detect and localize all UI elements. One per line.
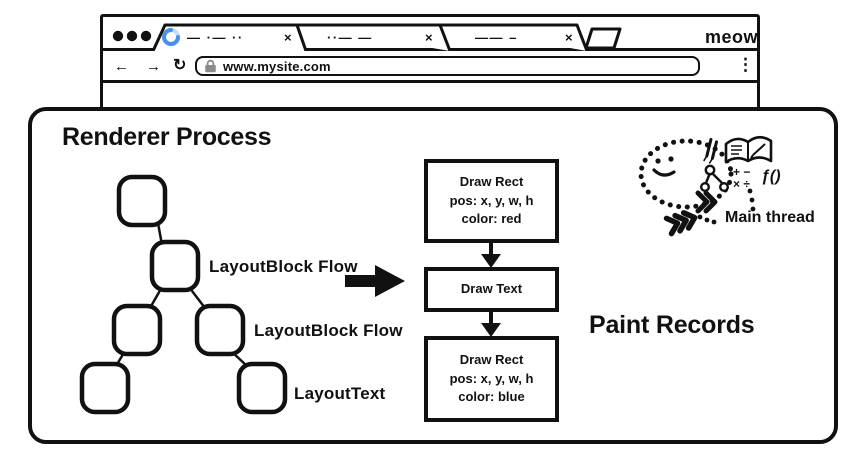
tab-bar: — ·— ·· ··— — —— – × × × meow bbox=[103, 17, 757, 51]
paint-record-box: Draw Rect pos: x, y, w, h color: red bbox=[424, 159, 559, 243]
paint-records-heading: Paint Records bbox=[589, 311, 755, 339]
browser-brand: meow bbox=[705, 27, 757, 47]
layout-node-left bbox=[111, 303, 163, 357]
tab-2-title-scribble: ··— — bbox=[327, 30, 373, 45]
record-line: Draw Rect bbox=[459, 351, 524, 367]
browser-menu-icon[interactable]: ⋮ bbox=[737, 55, 754, 74]
window-controls[interactable] bbox=[112, 30, 152, 42]
url-text: www.mysite.com bbox=[223, 58, 331, 74]
chevron-right-icon bbox=[695, 190, 718, 214]
tab-close-icon[interactable]: × bbox=[565, 30, 573, 45]
layout-node-block-1 bbox=[149, 239, 201, 293]
tab-1[interactable] bbox=[151, 23, 308, 51]
pencils-icon bbox=[703, 137, 719, 164]
record-line: pos: x, y, w, h bbox=[449, 192, 534, 208]
reload-button[interactable]: ↻ bbox=[173, 57, 187, 74]
tab-close-icon[interactable]: × bbox=[284, 30, 292, 45]
record-line: color: red bbox=[461, 211, 522, 227]
forward-button[interactable]: → bbox=[146, 58, 161, 75]
back-button[interactable]: ← bbox=[114, 58, 129, 75]
address-bar-row: ← → ↻ www.mysite.com ⋮ bbox=[103, 51, 757, 83]
tree-nodes bbox=[79, 174, 288, 415]
window-control-dot[interactable] bbox=[112, 30, 124, 42]
record-line: pos: x, y, w, h bbox=[449, 370, 534, 386]
smiley-face-icon bbox=[652, 156, 676, 177]
record-line: color: blue bbox=[458, 389, 525, 405]
dotted-trail bbox=[697, 188, 756, 225]
graph-icon bbox=[699, 164, 729, 193]
tree-label-2: LayoutBlock Flow bbox=[254, 321, 403, 340]
main-thread-doodle: + − × ÷ ƒ() M bbox=[638, 135, 815, 237]
paint-record-box: Draw Text bbox=[424, 267, 559, 312]
record-line: Draw Text bbox=[460, 281, 523, 297]
new-tab-button[interactable] bbox=[584, 27, 622, 50]
flow-down-arrow bbox=[481, 242, 501, 268]
transform-arrow bbox=[345, 265, 405, 297]
tab-1-title-scribble: — ·— ·· bbox=[187, 30, 244, 45]
tab-loading-spinner-icon bbox=[162, 28, 180, 46]
renderer-process-panel: Renderer Process LayoutBlock Flow Layout… bbox=[28, 107, 838, 444]
layout-node-text bbox=[236, 361, 288, 415]
layout-node-root bbox=[116, 174, 168, 228]
main-thread-label: Main thread bbox=[725, 209, 815, 226]
address-bar[interactable]: www.mysite.com bbox=[195, 56, 700, 76]
paint-record-box: Draw Rect pos: x, y, w, h color: blue bbox=[424, 336, 559, 422]
flow-down-arrow bbox=[481, 311, 501, 337]
tree-label-3: LayoutText bbox=[294, 384, 386, 403]
math-times-div: × ÷ bbox=[733, 177, 750, 191]
tree-label-1: LayoutBlock Flow bbox=[209, 257, 358, 276]
window-control-dot[interactable] bbox=[126, 30, 138, 42]
window-control-dot[interactable] bbox=[140, 30, 152, 42]
layout-tree-diagram: LayoutBlock Flow LayoutBlock Flow Layout… bbox=[79, 174, 403, 415]
tab-3-title-scribble: —— – bbox=[475, 30, 518, 45]
triple-chevron-icon bbox=[663, 210, 698, 237]
tab-close-icon[interactable]: × bbox=[425, 30, 433, 45]
layout-node-leaf-left bbox=[79, 361, 131, 415]
tab-3[interactable] bbox=[440, 23, 589, 51]
book-icon bbox=[724, 135, 773, 164]
record-line: Draw Rect bbox=[459, 173, 524, 189]
dotted-ellipse bbox=[638, 138, 734, 210]
lock-icon bbox=[205, 59, 216, 73]
layout-node-block-2 bbox=[194, 303, 246, 357]
function-icon: ƒ() bbox=[761, 168, 781, 185]
tab-bar-drawing: — ·— ·· ··— — —— – × × × meow bbox=[112, 23, 757, 51]
math-plus-minus: + − bbox=[733, 165, 750, 179]
browser-window: — ·— ·· ··— — —— – × × × meow ← → ↻ www.… bbox=[100, 14, 760, 122]
panel-title: Renderer Process bbox=[62, 123, 272, 151]
